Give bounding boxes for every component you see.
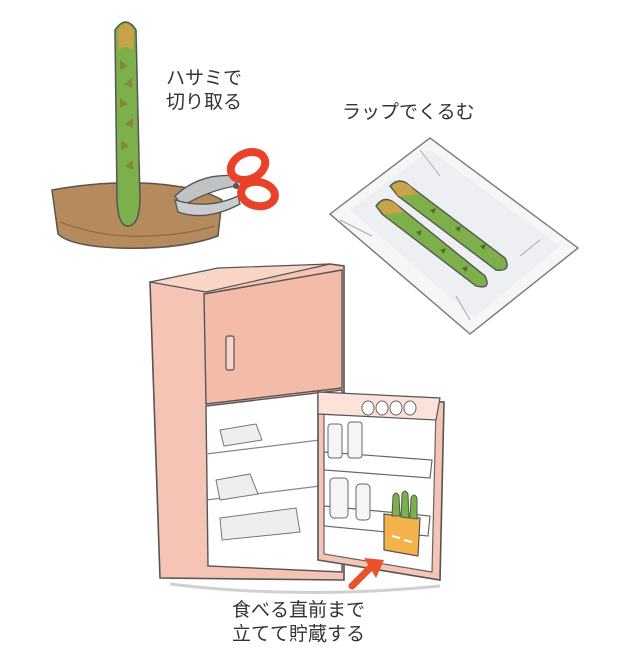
caption-store-line1: 食べる直前まで (232, 599, 366, 621)
asparagus-stalk (114, 21, 141, 227)
arrow-icon (348, 558, 384, 590)
wrapped-asparagus (375, 180, 508, 288)
caption-wrap: ラップでくるむ (342, 100, 475, 124)
caption-cut: ハサミで 切り取る (166, 66, 242, 114)
caption-cut-line1: ハサミで (166, 67, 243, 89)
caption-wrap-line1: ラップでくるむ (342, 101, 475, 123)
caption-store: 食べる直前まで 立てて貯蔵する (232, 598, 365, 646)
caption-cut-line2: 切り取る (166, 91, 243, 113)
asparagus-box (383, 513, 421, 557)
caption-store-line2: 立てて貯蔵する (232, 623, 366, 645)
scissors-icon (174, 147, 279, 217)
refrigerator (149, 263, 445, 581)
